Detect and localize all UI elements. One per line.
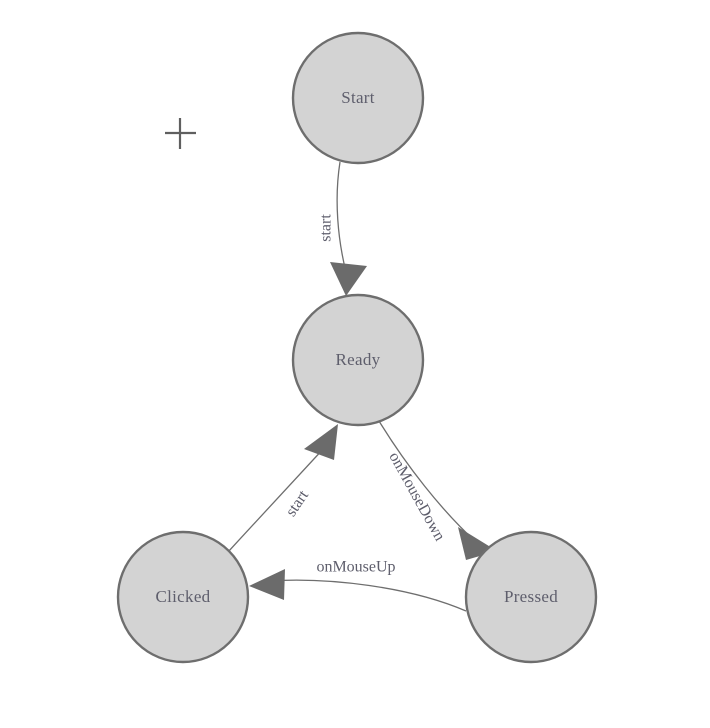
node-clicked[interactable]: Clicked — [116, 530, 250, 664]
edge-pressed-to-clicked-arrowhead — [249, 569, 285, 600]
edge-pressed-to-clicked[interactable]: onMouseUp — [249, 559, 467, 612]
node-ready-label: Ready — [336, 350, 381, 369]
edge-ready-to-pressed[interactable]: onMouseDown — [378, 420, 497, 560]
edge-start-to-ready[interactable]: start — [318, 161, 367, 296]
edge-label-clicked-to-ready: start — [283, 487, 313, 520]
node-pressed-label: Pressed — [504, 587, 558, 606]
node-pressed-circle[interactable] — [464, 530, 598, 664]
node-start-label: Start — [341, 88, 375, 107]
edge-label-ready-to-pressed: onMouseDown — [385, 449, 448, 544]
node-clicked-label: Clicked — [156, 587, 211, 606]
edge-pressed-to-clicked-path — [267, 579, 467, 612]
crosshair-icon — [165, 118, 196, 149]
node-ready[interactable]: Ready — [291, 293, 425, 427]
edge-label-start-to-ready: start — [318, 214, 335, 242]
node-clicked-circle[interactable] — [116, 530, 250, 664]
edge-clicked-to-ready-path — [227, 446, 326, 553]
edge-clicked-to-ready[interactable]: start — [227, 424, 338, 553]
edge-clicked-to-ready-arrowhead — [304, 424, 338, 460]
edge-label-pressed-to-clicked: onMouseUp — [316, 559, 395, 576]
node-pressed[interactable]: Pressed — [464, 530, 598, 664]
node-start-circle[interactable] — [291, 31, 425, 165]
edge-start-to-ready-arrowhead — [330, 262, 367, 296]
node-start[interactable]: Start — [291, 31, 425, 165]
node-ready-circle[interactable] — [291, 293, 425, 427]
edge-start-to-ready-path — [336, 161, 347, 273]
